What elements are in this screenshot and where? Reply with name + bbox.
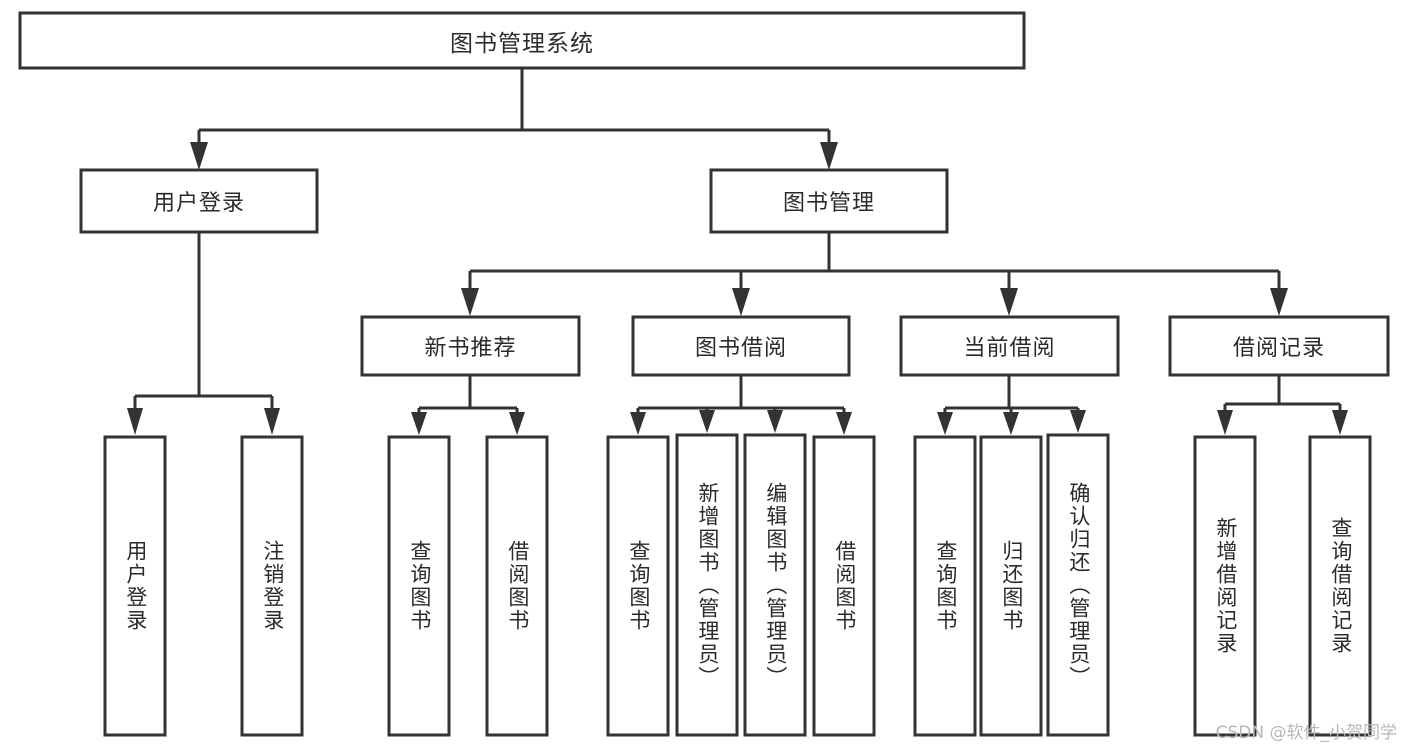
arrowhead-new-book-rec [461,288,479,316]
arrowhead-leaf-borrow-book-1 [509,412,525,435]
arrowhead-leaf-borrow-book-2 [836,412,852,435]
arrowhead-leaf-confirm-return [1070,410,1086,433]
connector-group-current-borrow-to-leaves [937,375,1086,435]
node-box-leaf-query-book-1[interactable] [387,435,451,737]
arrowhead-leaf-query-book-2 [630,412,646,435]
arrowhead-user-login [190,142,208,170]
node-box-leaf-query-book-2[interactable] [606,435,670,737]
arrowhead-leaf-add-book [699,410,715,433]
node-box-leaf-return-book[interactable] [979,435,1043,737]
connector-group-book-manage-to-level3 [461,232,1288,316]
node-box-leaf-query-book-3[interactable] [913,435,977,737]
node-box-leaf-query-record[interactable] [1308,435,1372,737]
node-box-user-login[interactable] [79,168,319,234]
connector-group-user-login-to-leaves [127,232,280,435]
node-box-leaf-add-book[interactable] [675,433,739,737]
arrowhead-current-borrow [1000,288,1018,316]
connector-group-book-borrow-to-leaves [630,375,852,435]
arrowhead-leaf-query-book-3 [937,412,953,435]
node-box-leaf-user-login[interactable] [103,435,167,737]
node-box-leaf-edit-book[interactable] [743,433,807,737]
node-box-book-borrow[interactable] [631,315,851,377]
arrowhead-borrow-record [1270,288,1288,316]
arrowhead-leaf-query-record [1332,410,1348,435]
arrowhead-leaf-logout [264,408,280,435]
node-box-new-book-rec[interactable] [360,315,581,377]
connector-group-root-to-level2 [190,68,838,170]
node-box-leaf-logout[interactable] [240,435,304,737]
node-box-leaf-borrow-book-1[interactable] [485,435,549,737]
node-box-leaf-add-record[interactable] [1193,435,1257,737]
node-box-leaf-borrow-book-2[interactable] [812,435,876,737]
arrowhead-leaf-query-book-1 [411,412,427,435]
arrowhead-book-manage [820,142,838,170]
arrowhead-leaf-return-book [1003,412,1019,435]
connector-group-new-book-rec-to-leaves [411,375,525,435]
node-box-book-manage[interactable] [709,168,949,234]
arrowhead-leaf-add-record [1217,410,1233,435]
arrowhead-book-borrow [732,288,750,316]
arrowhead-leaf-edit-book [767,410,783,433]
connector-group-borrow-record-to-leaves [1217,375,1348,435]
node-box-current-borrow[interactable] [899,315,1120,377]
node-box-leaf-confirm-return[interactable] [1046,433,1110,737]
node-box-borrow-record[interactable] [1168,315,1390,377]
arrowhead-leaf-user-login [127,408,143,435]
node-box-root-title[interactable] [18,11,1026,70]
